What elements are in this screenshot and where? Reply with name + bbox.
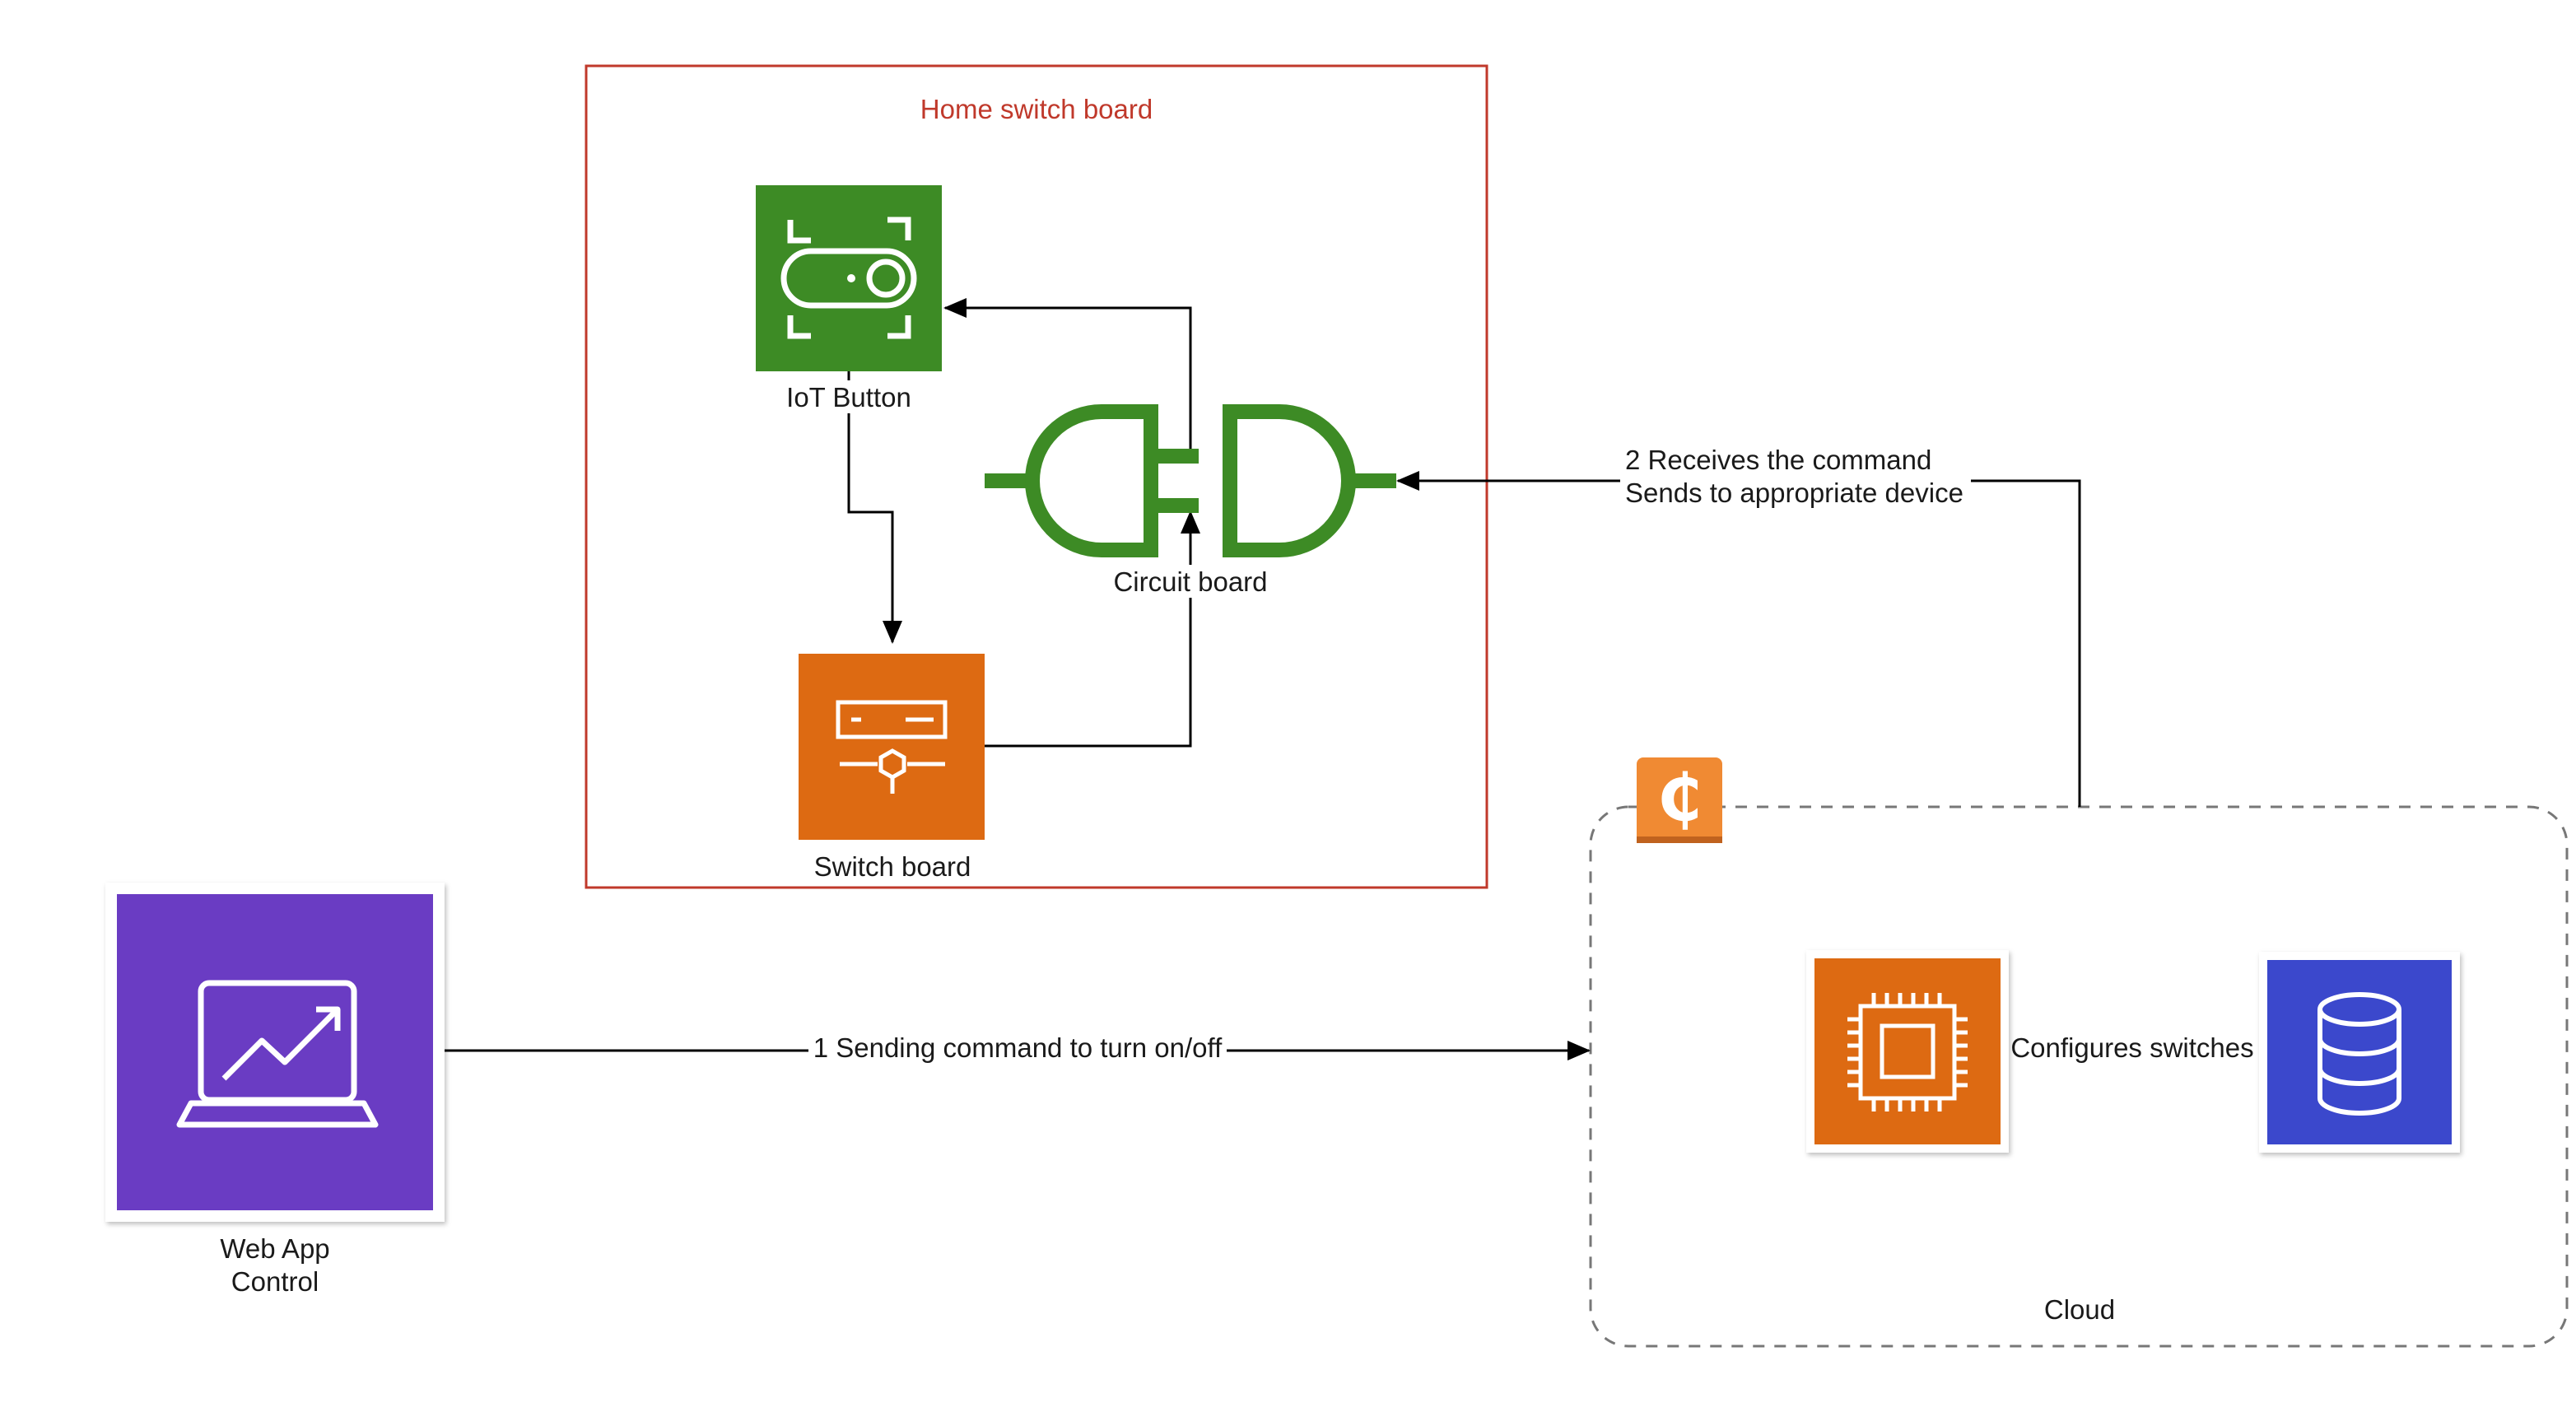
cost-badge[interactable]: ₵ <box>1637 757 1722 843</box>
cent-sign-icon: ₵ <box>1657 762 1702 836</box>
step2-label-line1: 2 Receives the command <box>1625 445 1931 475</box>
home-group-label: Home switch board <box>920 94 1153 124</box>
database-icon <box>2317 992 2401 1116</box>
circuit-board-label: Circuit board <box>1113 566 1267 597</box>
plug-connector-icon <box>985 404 1396 557</box>
edge-cloud-to-circuit[interactable] <box>1396 471 2081 807</box>
web-app-label-line2: Control <box>231 1266 319 1297</box>
configures-label: Configures switches <box>2010 1032 2253 1063</box>
edge-label-configures: Configures switches <box>2007 1032 2259 1065</box>
connectors <box>445 298 2261 1062</box>
laptop-chart-icon <box>176 980 379 1128</box>
switch-board-label: Switch board <box>814 851 971 882</box>
circuit-board-node[interactable]: Circuit board <box>985 404 1396 598</box>
step2-label-line2: Sends to appropriate device <box>1625 478 1963 508</box>
switch-board-icon <box>836 700 948 794</box>
cpu-chip-icon <box>1847 993 1968 1111</box>
edge-label-step1: 1 Sending command to turn on/off <box>808 1031 1227 1064</box>
iot-button-label: IoT Button <box>786 382 911 412</box>
cloud-group-label: Cloud <box>2044 1294 2115 1325</box>
switch-board-node[interactable]: Switch board <box>799 654 985 882</box>
iot-button-node[interactable]: IoT Button <box>756 185 942 413</box>
step1-label: 1 Sending command to turn on/off <box>813 1032 1223 1063</box>
web-app-node[interactable]: Web App Control <box>105 883 445 1297</box>
edge-label-step2: 2 Receives the command Sends to appropri… <box>1620 438 1971 514</box>
edge-iot-to-switch[interactable] <box>847 370 902 644</box>
database-node[interactable] <box>2259 952 2460 1153</box>
web-app-label-line1: Web App <box>220 1233 329 1264</box>
home-switch-board-group[interactable]: Home switch board <box>585 64 1488 889</box>
edge-circuit-to-iot[interactable] <box>943 298 1192 450</box>
iot-button-icon <box>780 217 917 339</box>
compute-node[interactable] <box>1806 950 2009 1153</box>
